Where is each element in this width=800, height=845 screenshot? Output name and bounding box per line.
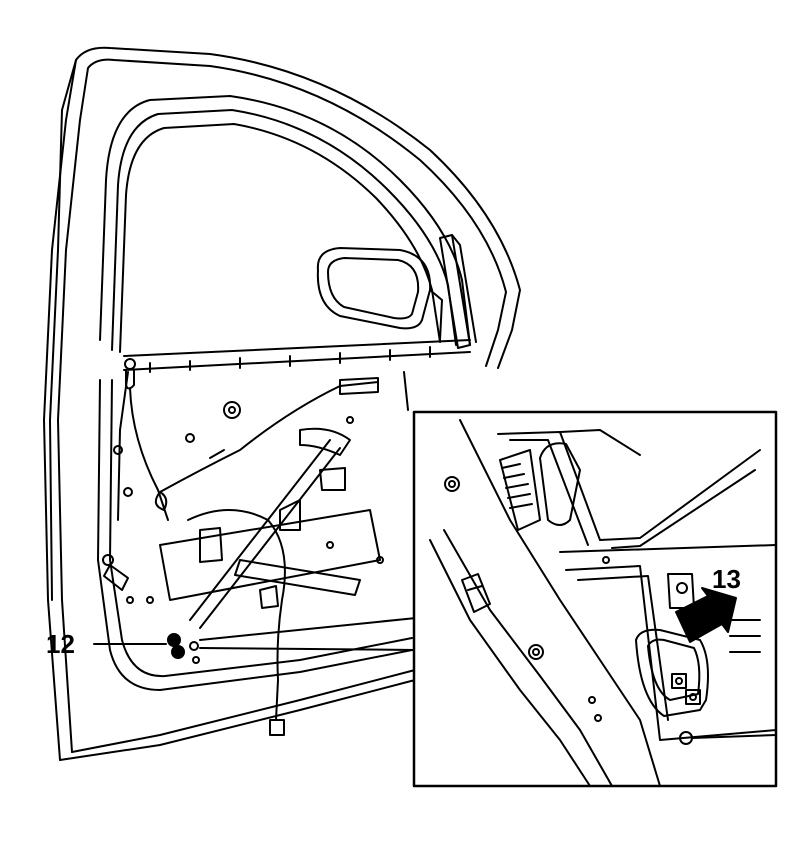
inner-panel <box>97 371 413 691</box>
regulator-mechanism <box>159 427 381 629</box>
window-frame <box>99 95 477 353</box>
callout-12: 12 <box>46 629 75 659</box>
detail-inset <box>412 410 778 788</box>
fastener-12 <box>93 633 199 659</box>
regulator-cable <box>129 377 379 736</box>
arrow-13 <box>675 587 737 643</box>
callout-13: 13 <box>712 564 741 594</box>
door-shell <box>43 46 521 761</box>
panel-fasteners <box>102 401 384 664</box>
side-mirror <box>316 247 443 341</box>
magnifier-leader <box>199 617 417 651</box>
beltline-rail <box>123 339 471 390</box>
